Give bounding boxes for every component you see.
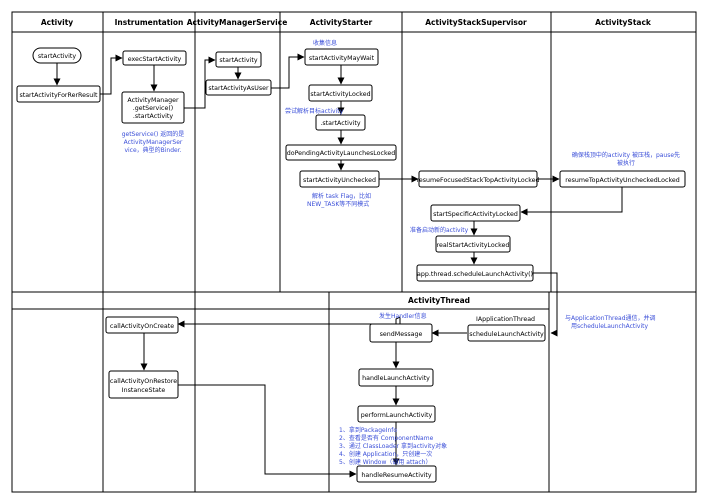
note-stack-line2: 被执行	[617, 159, 635, 167]
node-ams-start-as-user	[205, 79, 272, 96]
label-schedule-launch: scheduleLaunchActivity	[469, 331, 544, 338]
label-handle-resume: handleResumeActivity	[361, 472, 432, 479]
label-start-for-result: startActivityForRerResult	[19, 92, 98, 99]
node-resume-focused	[418, 170, 538, 188]
note-handler: 发生Handler信息	[379, 312, 427, 320]
label-real-start: realStartActivityLocked	[437, 242, 510, 249]
note-stack-line1: 确保栈顶中的activity 被压栈，pause先	[572, 151, 680, 159]
note-step-3: 3、通过 ClassLoader 拿到activity对象	[339, 442, 447, 450]
label-resume-focused: resumeFocusedStackTopActivityLocked	[416, 177, 539, 184]
node-pending	[285, 144, 397, 161]
label-ams-start: startActivity	[219, 57, 257, 64]
note-flag-line1: 解析 task Flag，比如	[312, 192, 371, 200]
lane-header-ams: ActivityManagerService	[187, 18, 288, 27]
label-unchecked: startActivityUnchecked	[303, 177, 376, 184]
node-dot-start	[315, 114, 366, 131]
label-specific: startSpecificActivityLocked	[433, 211, 518, 218]
note-flag-line2: NEW_TASK等不同模式	[307, 200, 369, 208]
label-on-restore-line1: callActivityOnRestore	[110, 378, 177, 385]
note-parse: 尝试解析目标activity	[285, 107, 344, 115]
swimlane-grid	[11, 11, 697, 493]
node-start-for-result	[16, 85, 101, 103]
note-iapp-line2: 用scheduleLaunchActivity	[571, 323, 649, 330]
note-get-service-line1: getService() 返回的是	[122, 130, 185, 138]
node-handle-resume	[356, 465, 437, 483]
node-perform-launch	[357, 405, 436, 423]
lane-header-stack: ActivityStack	[595, 18, 652, 27]
connectors	[53, 53, 623, 478]
node-ams-start	[215, 51, 262, 68]
lane-header-thread: ActivityThread	[408, 296, 470, 305]
label-perform-launch: performLaunchActivity	[361, 412, 433, 419]
label-start-activity: startActivity	[38, 53, 76, 60]
lane-header-activity: Activity	[41, 18, 73, 27]
label-am-line1: ActivityManager	[127, 97, 179, 104]
note-prepare: 准备启动新的activity	[410, 226, 469, 234]
node-specific	[430, 204, 521, 222]
node-on-create	[105, 316, 179, 334]
lane-header-instrumentation: Instrumentation	[115, 18, 184, 27]
lane-header-starter: ActivityStarter	[310, 18, 373, 27]
label-on-restore-line2: InstanceState	[122, 387, 166, 394]
node-resume-top	[559, 170, 686, 188]
node-start-activity	[32, 47, 82, 64]
node-exec-start	[122, 50, 187, 66]
node-send-message	[369, 323, 433, 343]
note-iapp-line1: 与ApplicationThread通信，并调	[565, 314, 656, 322]
label-send-message: sendMessage	[380, 331, 423, 338]
note-step-2: 2、查看是否有 ComponentName	[339, 434, 434, 442]
label-on-create: callActivityOnCreate	[110, 323, 174, 330]
note-step-5: 5、创建 Window（调用 attach）	[339, 458, 431, 466]
note-get-service-line3: vice，典型的Binder.	[124, 146, 181, 154]
lane-header-supervisor: ActivityStackSupervisor	[425, 18, 527, 27]
label-am-line2: .getService()	[133, 105, 174, 112]
note-step-4: 4、创建 Application，只创建一次	[339, 450, 432, 458]
label-locked: startActivityLocked	[310, 91, 370, 98]
label-handle-launch: handleLaunchActivity	[362, 375, 430, 382]
label-am-line3: .startActivity	[133, 113, 173, 120]
node-schedule-app	[416, 264, 534, 282]
node-on-restore	[108, 370, 179, 399]
node-unchecked	[299, 170, 380, 188]
label-ams-start-as-user: startActivityAsUser	[208, 85, 269, 92]
label-schedule-app: app.thread.scheduleLaunchActivity()	[417, 271, 533, 278]
label-dot-start: .startActivity	[320, 120, 360, 127]
node-activity-manager	[121, 91, 185, 124]
label-resume-top: resumeTopActivityUncheckedLocked	[565, 177, 679, 184]
node-locked	[308, 84, 373, 102]
node-may-wait	[304, 48, 379, 66]
label-pending: doPendingActivityLaunchesLocked	[287, 150, 396, 157]
node-schedule-launch	[467, 324, 546, 342]
note-get-service-line2: ActivityManagerSer	[124, 139, 183, 146]
node-real-start	[435, 235, 511, 253]
label-iapplication-thread: IApplicationThread	[476, 316, 535, 323]
label-may-wait: startActivityMayWait	[309, 55, 375, 62]
note-collect: 收集信息	[313, 39, 337, 47]
note-step-1: 1、拿到PackageInfo	[339, 426, 397, 434]
label-exec-start: execStartActivity	[128, 56, 182, 63]
node-handle-launch	[358, 368, 434, 387]
